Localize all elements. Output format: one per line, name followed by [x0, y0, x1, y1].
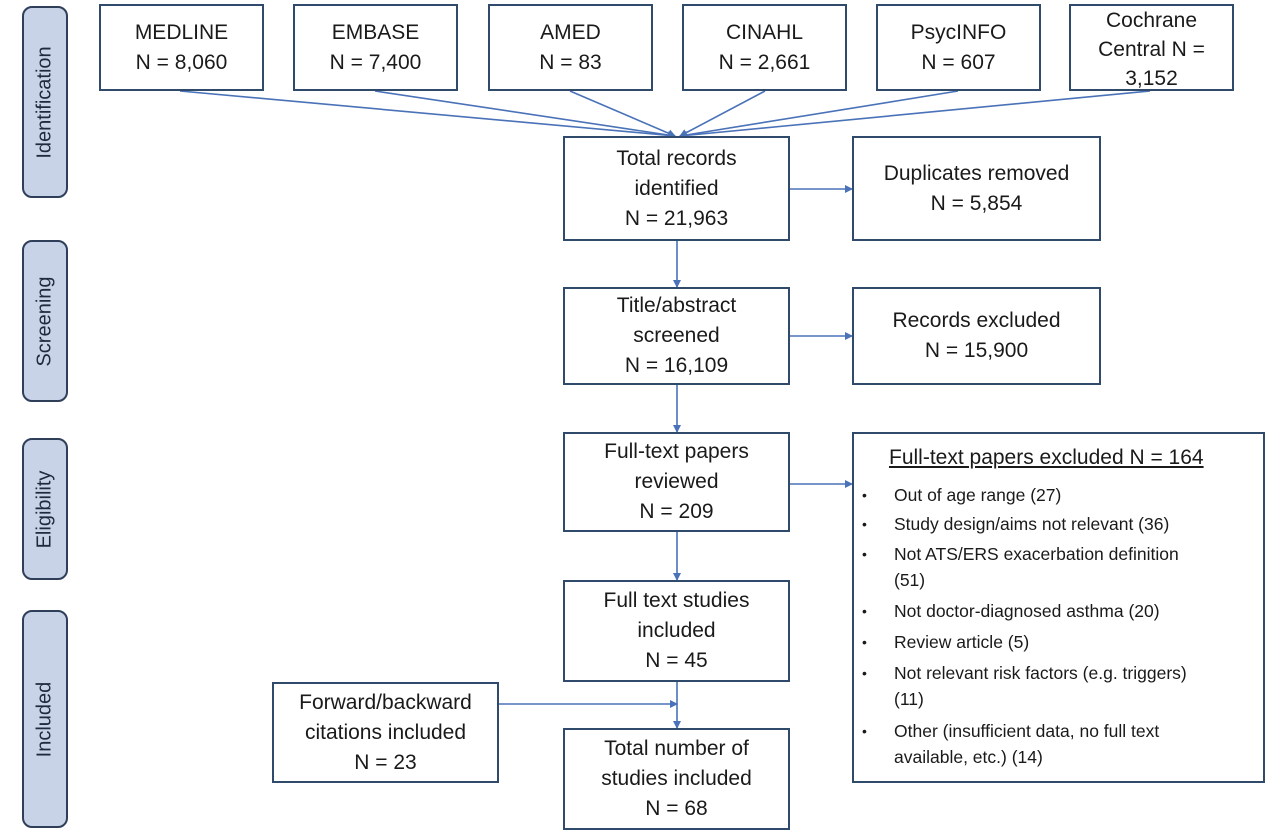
- box-count: N = 209: [639, 500, 714, 523]
- phase-eligibility: Eligibility: [22, 438, 68, 580]
- box-label: Forward/backward: [299, 690, 472, 714]
- source-name: Cochrane: [1105, 9, 1198, 32]
- fulltext-excluded-box: Full-text papers excluded N = 164 • Out …: [852, 432, 1265, 783]
- source-psycinfo-box: PsycINFO N = 607: [876, 4, 1041, 91]
- screened-box: Title/abstract screened N = 16,109: [563, 287, 790, 385]
- box-label: Duplicates removed: [883, 161, 1070, 185]
- box-label: citations included: [304, 720, 467, 744]
- excluded-item: • Not doctor-diagnosed asthma (20): [862, 598, 1254, 624]
- excluded-item: • Not ATS/ERS exacerbation definition (5…: [862, 541, 1254, 593]
- source-count: N = 7,400: [329, 50, 422, 74]
- box-label: Total number of: [604, 737, 749, 760]
- source-count: N = 2,661: [718, 50, 811, 74]
- box-label: Records excluded: [892, 309, 1061, 332]
- arrow-embase: [374, 90, 676, 139]
- duplicates-box: Duplicates removed N = 5,854: [852, 136, 1101, 241]
- source-cochrane-box: Cochrane Central N = 3,152: [1069, 4, 1234, 91]
- excluded-title: Full-text papers excluded N = 164: [889, 446, 1204, 469]
- source-count: N = 83: [539, 50, 602, 74]
- box-label: Full-text papers: [604, 440, 749, 463]
- bullet-icon: •: [862, 487, 867, 503]
- box-count: N = 5,854: [930, 191, 1023, 215]
- excluded-reason: Not relevant risk factors (e.g. triggers…: [894, 663, 1187, 683]
- source-cinahl-box: CINAHL N = 2,661: [682, 4, 847, 91]
- box-label: screened: [633, 324, 720, 347]
- box-label: identified: [634, 176, 719, 200]
- box-label: Full text studies: [603, 589, 750, 612]
- source-count-extra: 3,152: [1125, 67, 1178, 90]
- bullet-icon: •: [862, 665, 867, 681]
- excluded-reason-cont: (51): [894, 570, 926, 590]
- fulltext-included-box: Full text studies included N = 45: [563, 580, 790, 682]
- source-medline-box: MEDLINE N = 8,060: [99, 4, 264, 91]
- box-label: included: [637, 619, 716, 642]
- excluded-reason: Review article (5): [894, 632, 1030, 652]
- box-count: N = 45: [645, 649, 708, 672]
- excluded-item: • Out of age range (27): [862, 482, 1254, 508]
- source-name: PsycINFO: [910, 20, 1007, 44]
- phase-included: Included: [22, 610, 68, 828]
- source-name: CINAHL: [725, 20, 804, 44]
- box-label: Title/abstract: [616, 294, 737, 317]
- source-count: N = 607: [921, 50, 996, 74]
- arrow-cinahl: [679, 90, 766, 137]
- source-name: EMBASE: [331, 20, 420, 44]
- box-label: reviewed: [634, 470, 719, 493]
- bullet-icon: •: [862, 603, 867, 619]
- excluded-item: • Not relevant risk factors (e.g. trigge…: [862, 660, 1254, 712]
- bullet-icon: •: [862, 546, 867, 562]
- arrow-psycinfo: [679, 90, 959, 139]
- bullet-icon: •: [862, 723, 867, 739]
- box-count: N = 15,900: [924, 339, 1029, 362]
- phase-screening: Screening: [22, 240, 68, 402]
- arrow-cochrane: [679, 90, 1151, 140]
- bullet-icon: •: [862, 516, 867, 532]
- excluded-reason-cont: available, etc.) (14): [894, 747, 1043, 767]
- total-included-box: Total number of studies included N = 68: [563, 728, 790, 830]
- records-excluded-box: Records excluded N = 15,900: [852, 287, 1101, 385]
- box-count: N = 23: [354, 750, 417, 774]
- phase-identification: Identification: [22, 6, 68, 198]
- excluded-reason-cont: (11): [894, 689, 924, 709]
- source-name: MEDLINE: [134, 20, 229, 44]
- box-label: studies included: [601, 767, 752, 790]
- box-count: N = 16,109: [624, 354, 729, 377]
- box-count: N = 21,963: [624, 206, 729, 230]
- excluded-reason: Not doctor-diagnosed asthma (20): [894, 601, 1160, 621]
- excluded-item: • Study design/aims not relevant (36): [862, 511, 1254, 537]
- box-count: N = 68: [645, 797, 708, 820]
- excluded-item: • Other (insufficient data, no full text…: [862, 718, 1254, 770]
- total-records-box: Total records identified N = 21,963: [563, 136, 790, 241]
- source-embase-box: EMBASE N = 7,400: [293, 4, 458, 91]
- source-count: Central N =: [1098, 38, 1205, 61]
- citations-box: Forward/backward citations included N = …: [272, 682, 499, 783]
- excluded-reason: Other (insufficient data, no full text: [894, 721, 1160, 741]
- excluded-reason: Out of age range (27): [894, 485, 1062, 505]
- arrow-amed: [569, 90, 676, 137]
- bullet-icon: •: [862, 634, 867, 650]
- excluded-reason: Study design/aims not relevant (36): [894, 514, 1170, 534]
- excluded-item: • Review article (5): [862, 629, 1254, 655]
- excluded-reason: Not ATS/ERS exacerbation definition: [894, 544, 1179, 564]
- source-name: AMED: [540, 20, 601, 44]
- box-label: Total records: [616, 146, 737, 170]
- source-count: N = 8,060: [135, 50, 228, 74]
- arrow-medline: [179, 90, 676, 140]
- fulltext-reviewed-box: Full-text papers reviewed N = 209: [563, 432, 790, 532]
- source-amed-box: AMED N = 83: [488, 4, 653, 91]
